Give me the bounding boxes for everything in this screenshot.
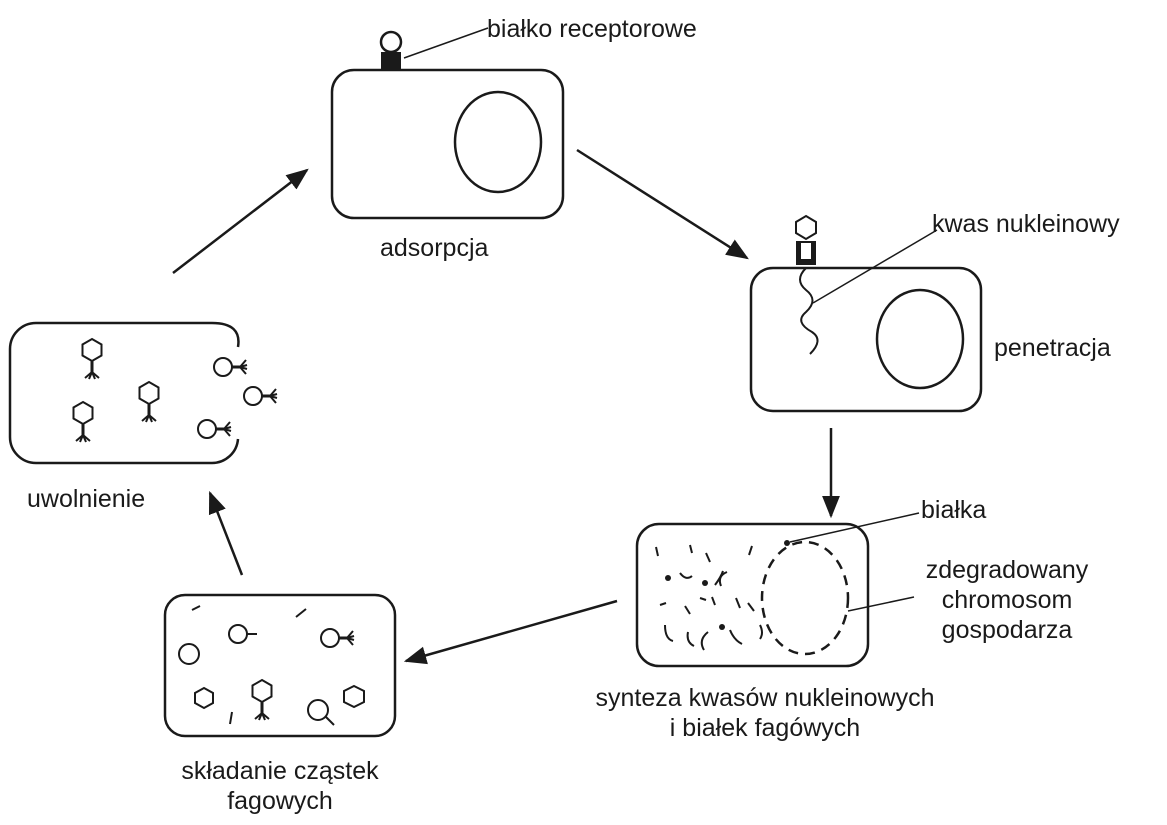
arrow-adsorption-to-penetration <box>577 150 747 258</box>
synthesis-label: synteza kwasów nukleinowych i białek fag… <box>555 683 975 743</box>
phage-particle <box>198 420 231 438</box>
proteins-label: białka <box>921 495 986 525</box>
nucleic-acid-label: kwas nukleinowy <box>932 209 1120 239</box>
synthesis-line-1: synteza kwasów nukleinowych <box>555 683 975 713</box>
phage-particle <box>83 339 102 379</box>
phage-particle <box>74 402 93 442</box>
synthesis-cell <box>637 513 919 666</box>
arrow-release-to-adsorption <box>173 170 307 273</box>
degraded-chromosome-line-3: gospodarza <box>897 615 1117 645</box>
penetration-label: penetracja <box>994 333 1111 363</box>
arrow-synthesis-to-assembly <box>406 601 617 661</box>
degraded-chromosome-line-2: chromosom <box>897 585 1117 615</box>
penetration-cell <box>751 216 981 411</box>
assembly-label: składanie cząstek fagowych <box>140 756 420 816</box>
degraded-chromosome-line-1: zdegradowany <box>897 555 1117 585</box>
assembly-cell <box>165 595 395 736</box>
arrow-assembly-to-release <box>210 493 242 575</box>
receptor-pointer <box>404 28 488 58</box>
adsorption-cell <box>332 28 563 218</box>
phage-injecting-icon <box>796 216 816 265</box>
phage-particle <box>244 387 277 405</box>
phage-particle <box>214 358 247 376</box>
synthesis-line-2: i białek fagówych <box>555 713 975 743</box>
degraded-chromosome-label: zdegradowany chromosom gospodarza <box>897 555 1117 645</box>
assembly-line-1: składanie cząstek <box>140 756 420 786</box>
release-label: uwolnienie <box>27 484 145 514</box>
assembly-line-2: fagowych <box>140 786 420 816</box>
release-cell <box>10 323 277 463</box>
adsorption-label: adsorpcja <box>380 233 488 263</box>
phage-particle <box>140 382 159 422</box>
phage-attached-icon <box>381 32 401 69</box>
receptor-protein-label: białko receptorowe <box>487 14 697 44</box>
